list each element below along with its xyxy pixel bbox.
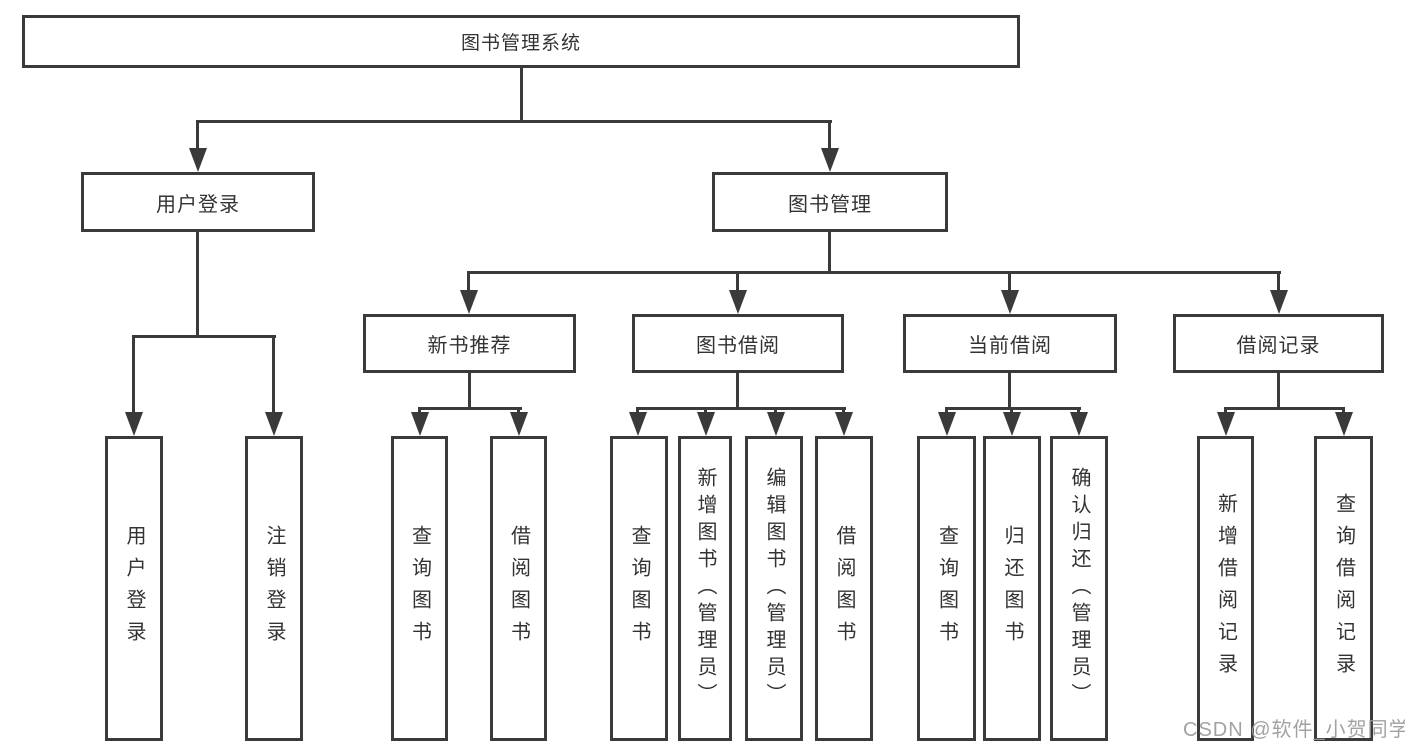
arrowhead-down-icon	[189, 148, 207, 172]
connector-line	[828, 232, 831, 274]
node-label: 新增图书（管理员）	[694, 467, 716, 710]
leaf-logout: 注销登录	[245, 436, 303, 741]
connector-line	[828, 120, 831, 152]
connector-line	[468, 373, 471, 410]
leaf-add-book-admin: 新增图书（管理员）	[678, 436, 732, 741]
node-label: 图书借阅	[696, 335, 780, 357]
node-label: 用户登录	[123, 524, 145, 653]
connector-line	[418, 407, 522, 410]
connector-line	[467, 271, 470, 293]
arrowhead-down-icon	[629, 412, 647, 436]
node-label: 图书管理系统	[460, 33, 581, 54]
arrowhead-down-icon	[835, 412, 853, 436]
arrowhead-down-icon	[1003, 412, 1021, 436]
connector-line	[132, 335, 276, 338]
connector-line	[132, 335, 135, 415]
connector-line	[1277, 373, 1280, 410]
node-label: 用户登录	[156, 193, 240, 216]
node-label: 查询图书	[935, 524, 958, 653]
arrowhead-down-icon	[1070, 412, 1088, 436]
node-label: 借阅图书	[507, 524, 530, 653]
arrowhead-down-icon	[460, 290, 478, 314]
connector-line	[736, 271, 739, 293]
arrowhead-down-icon	[697, 412, 715, 436]
node-label: 当前借阅	[968, 335, 1052, 357]
node-label: 编辑图书（管理员）	[763, 467, 785, 710]
node-label: 新增借阅记录	[1214, 492, 1237, 685]
connector-line	[467, 271, 1281, 274]
arrowhead-down-icon	[729, 290, 747, 314]
connector-line	[1008, 271, 1011, 293]
node-new-book-recommend: 新书推荐	[363, 314, 576, 373]
node-label: 查询图书	[408, 524, 431, 653]
arrowhead-down-icon	[767, 412, 785, 436]
arrowhead-down-icon	[1335, 412, 1353, 436]
leaf-query-books-current: 查询图书	[917, 436, 976, 741]
node-library-system: 图书管理系统	[22, 15, 1020, 68]
node-label: 注销登录	[263, 524, 285, 653]
connector-line	[1224, 407, 1345, 410]
leaf-borrow-books-borrow: 借阅图书	[815, 436, 873, 741]
connector-line	[520, 68, 523, 120]
arrowhead-down-icon	[1001, 290, 1019, 314]
arrowhead-down-icon	[510, 412, 528, 436]
node-label: 借阅图书	[833, 524, 855, 653]
arrowhead-down-icon	[1217, 412, 1235, 436]
connector-line	[945, 407, 1081, 410]
leaf-confirm-return-admin: 确认归还（管理员）	[1050, 436, 1108, 741]
arrowhead-down-icon	[411, 412, 429, 436]
connector-line	[196, 232, 199, 338]
leaf-return-books: 归还图书	[983, 436, 1041, 741]
node-borrow-records: 借阅记录	[1173, 314, 1384, 373]
arrowhead-down-icon	[821, 148, 839, 172]
node-label: 新书推荐	[427, 335, 512, 357]
leaf-user-login: 用户登录	[105, 436, 163, 741]
node-label: 确认归还（管理员）	[1068, 467, 1090, 710]
node-label: 查询借阅记录	[1332, 492, 1355, 685]
arrowhead-down-icon	[125, 412, 143, 436]
node-label: 图书管理	[788, 193, 872, 216]
arrowhead-down-icon	[265, 412, 283, 436]
node-current-borrow: 当前借阅	[903, 314, 1117, 373]
watermark: CSDN @软件_小贺同学	[1183, 719, 1405, 741]
arrowhead-down-icon	[938, 412, 956, 436]
leaf-query-books-recommend: 查询图书	[391, 436, 448, 741]
connector-line	[272, 335, 275, 415]
node-book-management: 图书管理	[712, 172, 948, 232]
node-book-borrow: 图书借阅	[632, 314, 844, 373]
node-user-login: 用户登录	[81, 172, 315, 232]
connector-line	[196, 120, 199, 152]
leaf-add-borrow-record: 新增借阅记录	[1197, 436, 1254, 741]
connector-line	[736, 373, 739, 410]
leaf-query-borrow-record: 查询借阅记录	[1314, 436, 1373, 741]
leaf-borrow-books-recommend: 借阅图书	[490, 436, 547, 741]
connector-line	[1008, 373, 1011, 410]
node-label: 查询图书	[628, 524, 650, 653]
leaf-edit-book-admin: 编辑图书（管理员）	[745, 436, 803, 741]
node-label: 借阅记录	[1236, 335, 1321, 357]
connector-line	[636, 407, 846, 410]
arrowhead-down-icon	[1270, 290, 1288, 314]
connector-line	[196, 120, 832, 123]
leaf-query-books-borrow: 查询图书	[610, 436, 668, 741]
connector-line	[1277, 271, 1280, 293]
node-label: 归还图书	[1001, 524, 1023, 653]
